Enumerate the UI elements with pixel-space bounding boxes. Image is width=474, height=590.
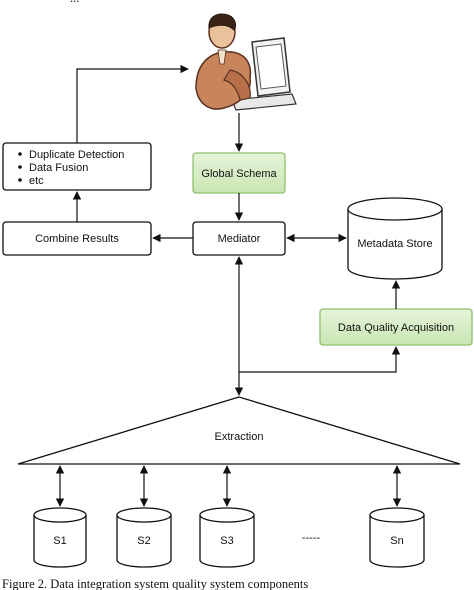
source-cylinder-s1 xyxy=(33,507,87,568)
extraction-label: Extraction xyxy=(215,431,264,443)
post-processing-item-data-fusion: Data Fusion xyxy=(29,162,88,174)
sources-ellipsis: ----- xyxy=(302,532,321,544)
bullet-icon xyxy=(18,152,22,156)
bullet-icon xyxy=(18,165,22,169)
source-label-s2: S2 xyxy=(137,535,150,547)
source-cylinder-sn xyxy=(369,507,425,568)
metadata-store-cylinder xyxy=(347,197,443,280)
data-quality-acquisition-label: Data Quality Acquisition xyxy=(338,322,454,334)
post-processing-item-duplicate-detection: Duplicate Detection xyxy=(29,149,124,161)
figure-caption: Figure 2. Data integration system qualit… xyxy=(2,577,308,590)
combine-results-label: Combine Results xyxy=(35,233,119,245)
connector-to-data-quality xyxy=(239,346,401,373)
post-processing-item-etc: etc xyxy=(29,175,44,187)
source-label-sn: Sn xyxy=(390,535,403,547)
source-label-s1: S1 xyxy=(53,535,66,547)
mediator-label: Mediator xyxy=(218,233,261,245)
global-schema-label: Global Schema xyxy=(201,168,277,180)
source-cylinder-s2 xyxy=(116,507,172,568)
source-label-s3: S3 xyxy=(220,535,233,547)
user-at-computer-icon xyxy=(195,13,297,111)
cut-header-text: ... xyxy=(70,0,79,5)
connector-post-to-user xyxy=(76,64,189,143)
source-cylinder-s3 xyxy=(199,507,255,568)
metadata-store-label: Metadata Store xyxy=(357,238,432,250)
extraction-triangle xyxy=(17,396,461,465)
bullet-icon xyxy=(18,178,22,182)
